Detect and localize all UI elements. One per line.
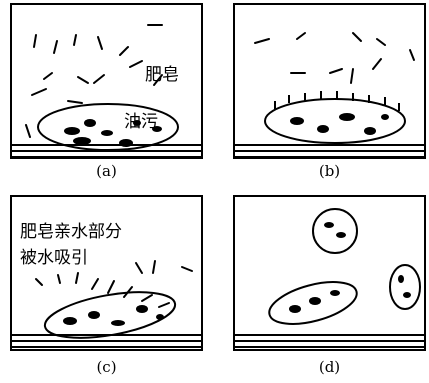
grease-label: 油污: [124, 112, 158, 132]
panel-a: 肥皂 油污: [10, 3, 203, 159]
panel-d-drawing: [235, 208, 424, 348]
panel-c: 肥皂亲水部分 被水吸引: [10, 195, 203, 351]
panel-a-label: (a): [96, 162, 117, 180]
hydrophilic-label-line1: 肥皂亲水部分: [20, 222, 122, 242]
panel-c-drawing: [12, 260, 201, 348]
soap-label: 肥皂: [145, 65, 179, 85]
hydrophilic-label-line2: 被水吸引: [20, 248, 88, 268]
panel-d-label: (d): [318, 358, 341, 376]
panel-b-label: (b): [318, 162, 341, 180]
panel-d: [233, 195, 426, 351]
panel-c-label: (c): [96, 358, 117, 376]
panel-b: [233, 3, 426, 159]
panel-a-drawing: [12, 24, 201, 157]
panel-b-drawing: [235, 32, 424, 157]
